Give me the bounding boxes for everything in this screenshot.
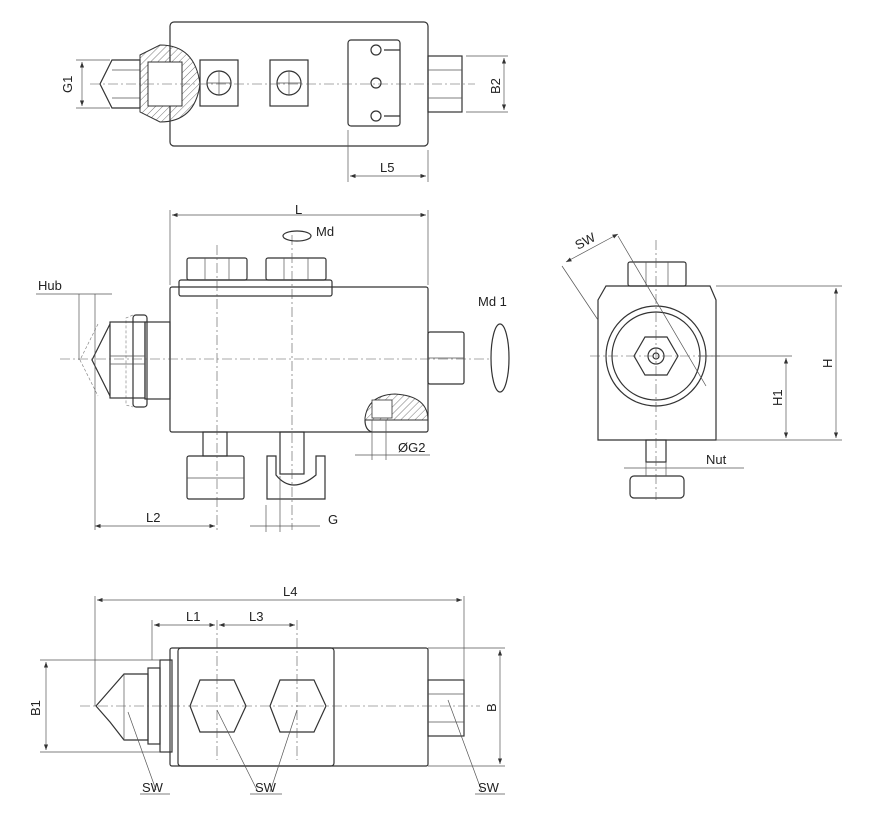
bottom-view: L4 L1 L3 B1 B SW SW SW: [28, 584, 505, 795]
torque-md1-label: Md 1: [478, 294, 507, 309]
dim-sw-side-label: SW: [572, 229, 598, 252]
dim-b1-label: B1: [28, 700, 43, 716]
dim-hub-label: Hub: [38, 278, 62, 293]
dim-b-label: B: [484, 703, 499, 712]
dim-l2-label: L2: [146, 510, 160, 525]
dim-l1-label: L1: [186, 609, 200, 624]
top-view: G1 B2 L5: [60, 21, 508, 182]
dim-h-label: H: [820, 359, 835, 368]
dim-g1-label: G1: [60, 76, 75, 93]
side-view: SW H H1 Nut: [561, 229, 842, 500]
dim-g2-label: ØG2: [398, 440, 425, 455]
dim-l5-label: L5: [380, 160, 394, 175]
dim-b2-label: B2: [488, 78, 503, 94]
dim-h1-label: H1: [770, 389, 785, 406]
dim-l-label: L: [295, 202, 302, 217]
dim-sw-mid-label: SW: [255, 780, 277, 795]
dim-sw-left-label: SW: [142, 780, 164, 795]
front-view: Hub L Md Md 1 ØG2 L2 G: [36, 202, 510, 532]
dim-sw-right-label: SW: [478, 780, 500, 795]
dim-nut-label: Nut: [706, 452, 727, 467]
dim-l4-label: L4: [283, 584, 297, 599]
dim-l3-label: L3: [249, 609, 263, 624]
dim-g-label: G: [328, 512, 338, 527]
torque-md-label: Md: [316, 224, 334, 239]
